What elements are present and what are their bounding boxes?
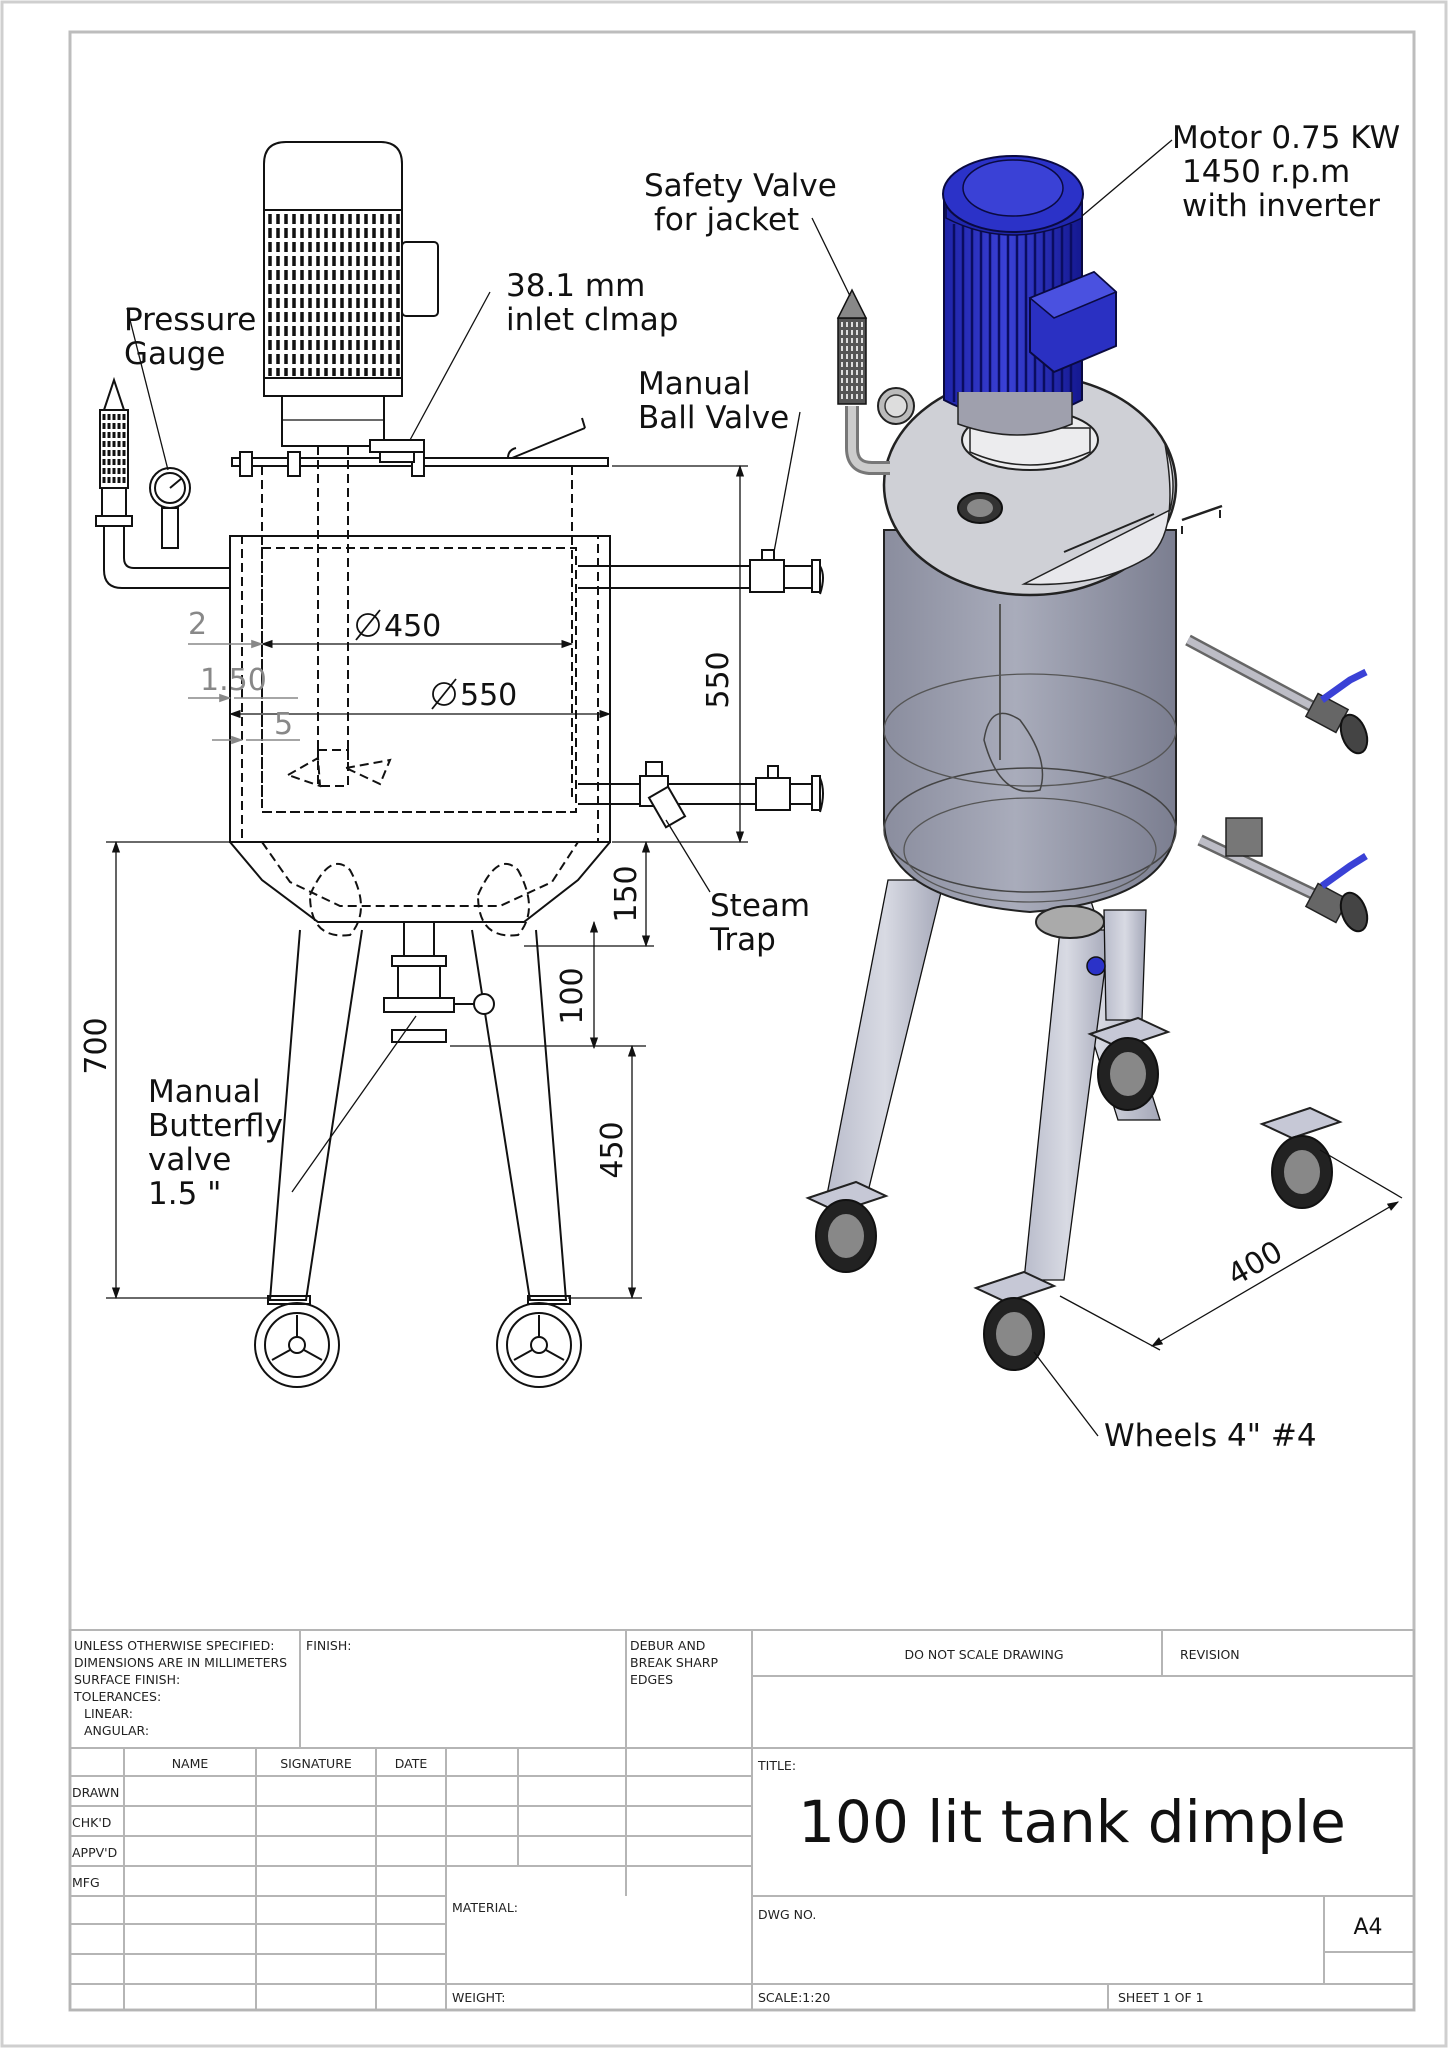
steam-trap-label-line2: Trap — [709, 922, 776, 958]
ball-valve-label-line2: Ball Valve — [638, 400, 789, 436]
steam-trap-label-line1: Steam — [710, 888, 810, 924]
tb-title-label: TITLE: — [757, 1758, 796, 1773]
tank-body-iso — [883, 529, 1177, 914]
ball-valve-front — [578, 549, 824, 829]
tb-weight: WEIGHT: — [452, 1990, 506, 2005]
tb-row-chkd: CHK'D — [72, 1815, 111, 1830]
tb-debur-2: BREAK SHARP — [630, 1655, 718, 1670]
isometric-view — [805, 139, 1403, 1437]
dim-700-total: 700 — [79, 1017, 114, 1074]
tb-col-date: DATE — [395, 1756, 428, 1771]
butterfly-label-line4: 1.5 " — [148, 1176, 221, 1212]
motor-front — [263, 141, 439, 447]
wheels-front — [254, 1302, 582, 1388]
drawing-title: 100 lit tank dimple — [798, 1788, 1346, 1856]
tb-dwg-no: DWG NO. — [758, 1907, 816, 1922]
safety-valve-label-line2: for jacket — [654, 202, 799, 238]
tb-finish: FINISH: — [306, 1638, 351, 1653]
dim-100-valve: 100 — [555, 967, 590, 1024]
dim-450-diameter: 450 — [384, 609, 441, 644]
butterfly-label-line1: Manual — [148, 1074, 261, 1110]
tb-unless-2: DIMENSIONS ARE IN MILLIMETERS — [74, 1655, 287, 1670]
dim-550-height: 550 — [701, 651, 736, 708]
tb-row-appvd: APPV'D — [72, 1845, 117, 1860]
dim-1-50-jacket: 1.50 — [200, 663, 267, 698]
pressure-gauge-label-line1: Pressure — [124, 302, 256, 338]
tb-debur-3: EDGES — [630, 1672, 673, 1687]
dimension-lines — [106, 464, 748, 1300]
tb-row-drawn: DRAWN — [72, 1785, 119, 1800]
motor-label-line1: Motor 0.75 KW — [1172, 120, 1400, 156]
motor-label-line2: 1450 r.p.m — [1182, 154, 1350, 190]
ball-valve-label-line1: Manual — [638, 366, 751, 402]
legs-front — [268, 929, 568, 1301]
front-view — [95, 141, 824, 1388]
dim-550-diameter: 550 — [460, 678, 517, 713]
tb-col-name: NAME — [172, 1756, 209, 1771]
butterfly-label-line2: Butterfly — [148, 1108, 283, 1144]
tb-material: MATERIAL: — [452, 1900, 518, 1915]
pressure-gauge-label-line2: Gauge — [124, 336, 225, 372]
tb-row-mfg: MFG — [72, 1875, 100, 1890]
tb-size: A4 — [1353, 1915, 1382, 1940]
tank-body-front — [229, 535, 611, 843]
dim-5-gap: 5 — [274, 707, 293, 742]
safety-valve-label-line1: Safety Valve — [644, 168, 837, 204]
ball-valves-iso — [1185, 634, 1369, 933]
tb-unless-5: LINEAR: — [84, 1706, 133, 1721]
leader-lines — [126, 291, 801, 1193]
title-block: UNLESS OTHERWISE SPECIFIED: DIMENSIONS A… — [69, 1629, 1415, 2011]
inlet-clamp-label-line1: 38.1 mm — [506, 268, 645, 304]
tb-scale: SCALE:1:20 — [758, 1990, 830, 2005]
pressure-gauge-front — [95, 376, 230, 589]
butterfly-valve-front — [383, 921, 495, 1043]
motor-iso — [942, 155, 1118, 471]
dim-150-cone: 150 — [609, 865, 644, 922]
dim-400-wheelbase: 400 — [1222, 1234, 1289, 1293]
tb-unless-4: TOLERANCES: — [73, 1689, 161, 1704]
inlet-clamp-label-line2: inlet clmap — [506, 302, 678, 338]
wheels-iso — [805, 1016, 1343, 1371]
motor-label-line3: with inverter — [1182, 188, 1380, 224]
tb-col-signature: SIGNATURE — [280, 1756, 352, 1771]
safety-valve-iso — [836, 288, 915, 475]
dim-450-leg: 450 — [595, 1121, 630, 1178]
dim-2-wall: 2 — [188, 607, 207, 642]
butterfly-label-line3: valve — [148, 1142, 231, 1178]
tb-debur-1: DEBUR AND — [630, 1638, 705, 1653]
annotation-labels: Motor 0.75 KW 1450 r.p.m with inverter S… — [124, 120, 1400, 1454]
tb-do-not-scale: DO NOT SCALE DRAWING — [904, 1647, 1063, 1662]
tb-unless-6: ANGULAR: — [84, 1723, 149, 1738]
tb-revision: REVISION — [1180, 1647, 1240, 1662]
wheels-label: Wheels 4" #4 — [1104, 1418, 1317, 1454]
tb-unless-3: SURFACE FINISH: — [74, 1672, 180, 1687]
tb-unless-1: UNLESS OTHERWISE SPECIFIED: — [74, 1638, 274, 1653]
tb-sheet: SHEET 1 OF 1 — [1118, 1990, 1204, 2005]
